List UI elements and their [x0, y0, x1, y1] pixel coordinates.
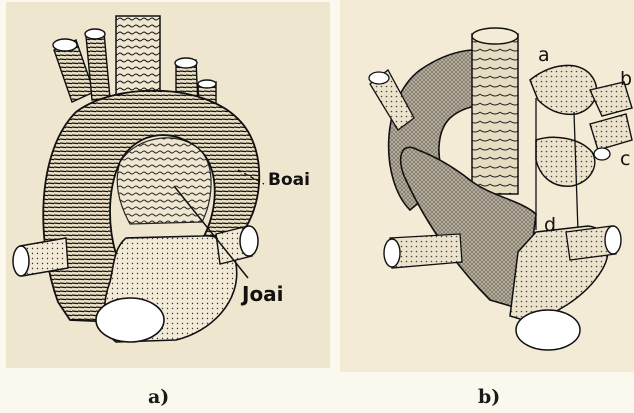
- right-arch-lower: [536, 137, 595, 186]
- panel-a-illustration: Boai Joai: [6, 2, 330, 368]
- label-b: b: [620, 68, 632, 90]
- right-arch-upper: [530, 65, 597, 114]
- double-arch-illustration: [340, 0, 634, 372]
- label-c: c: [620, 148, 630, 170]
- panel-b-illustration: a b c d: [340, 0, 634, 372]
- caption-a: a): [148, 386, 169, 408]
- label-a: a: [538, 44, 550, 66]
- trachea: [472, 34, 518, 194]
- label-joai: Joai: [242, 282, 284, 306]
- caption-b: b): [478, 386, 500, 408]
- label-boai: Boai: [268, 170, 310, 190]
- label-d: d: [544, 214, 556, 236]
